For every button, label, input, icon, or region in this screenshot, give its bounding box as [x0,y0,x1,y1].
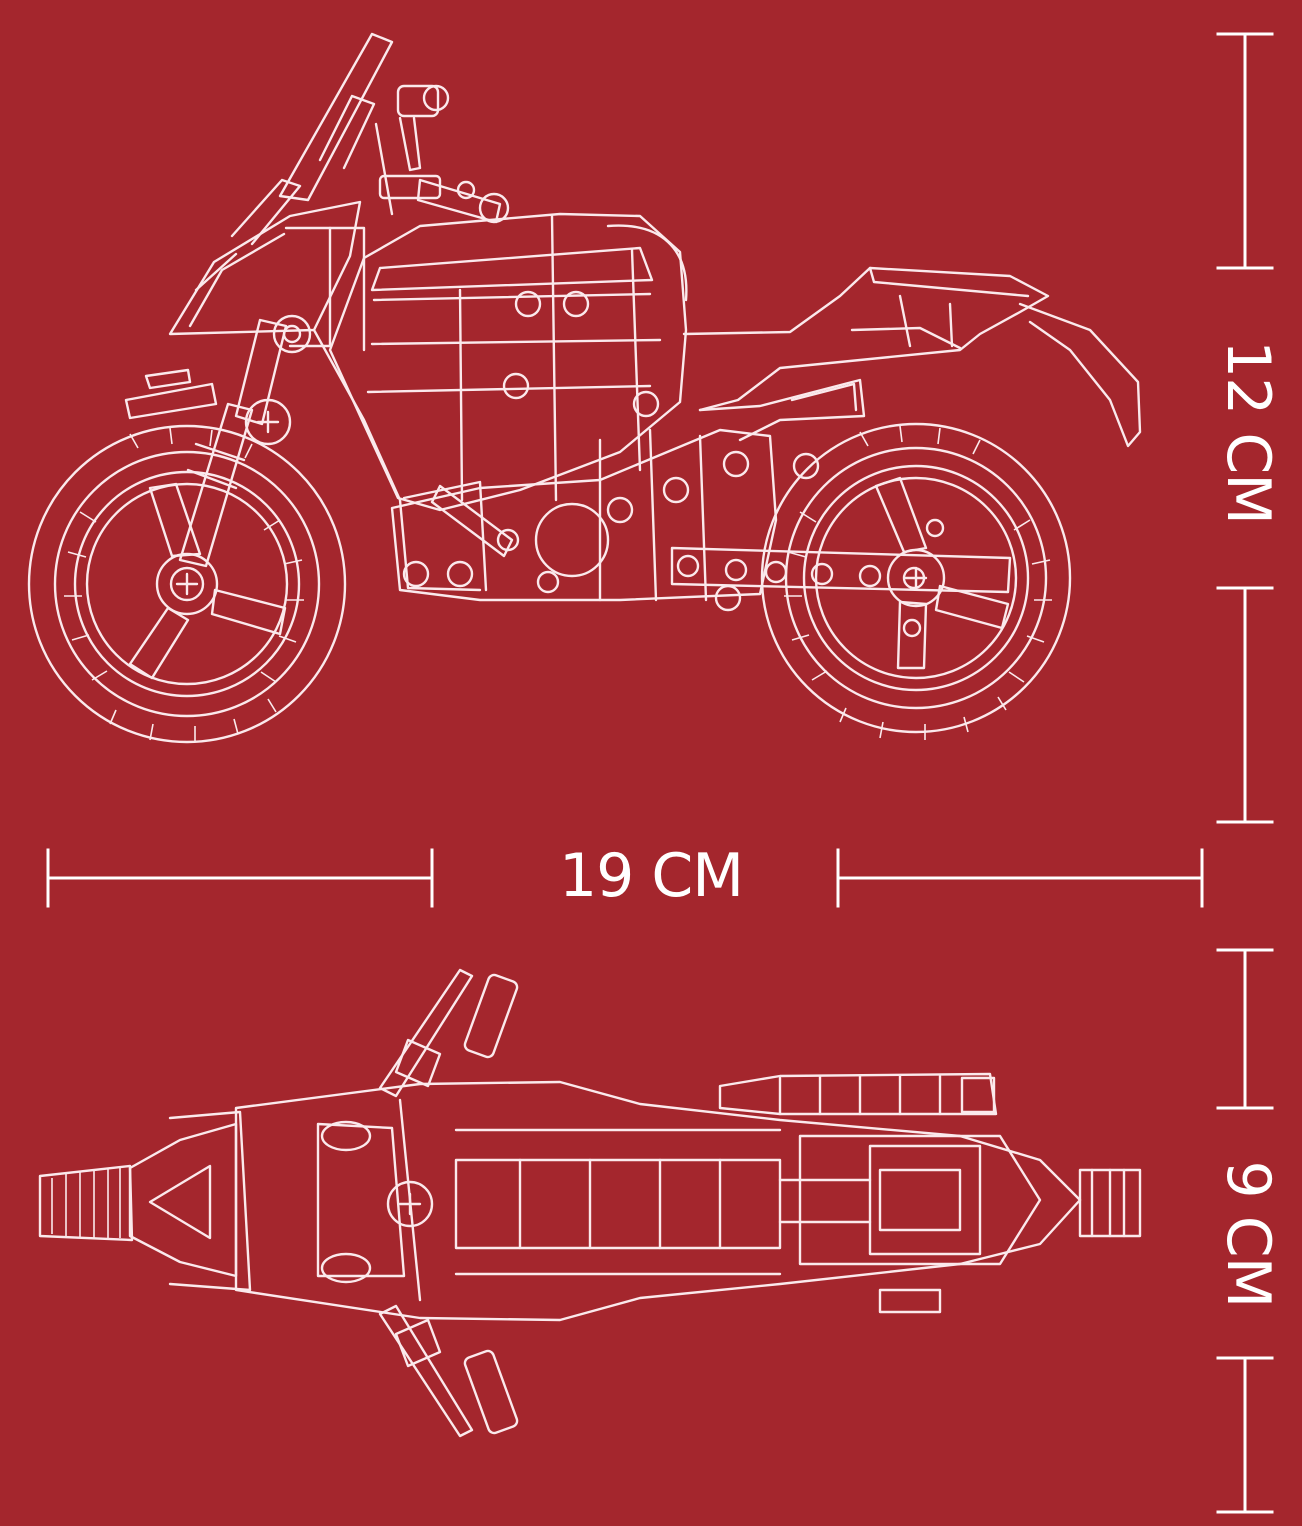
fuel-tank [328,212,688,512]
rear-tire-top [878,1168,1142,1314]
swingarm [670,546,1012,594]
width-dimension-label: 9 CM [1213,1160,1283,1308]
exhaust-top [718,1072,998,1116]
length-dimension-line [46,848,1204,908]
front-wheel [27,424,347,744]
width-dimension-line [1216,948,1274,1514]
body-top [234,1080,1082,1322]
motorcycle-side-view [27,32,1142,744]
motorcycle-top-view [38,968,1142,1438]
handlebar [374,84,510,224]
height-dimension-line [1216,32,1274,824]
front-fairing-top [128,1110,252,1292]
seat-and-tail [682,266,1142,448]
frame [284,226,488,592]
rear-wheel [760,422,1072,740]
length-dimension-label: 19 CM [558,841,744,911]
height-dimension-label: 12 CM [1213,339,1283,525]
handlebar-top [378,968,519,1438]
front-fairing [168,32,394,336]
front-tire-top [38,1164,134,1242]
front-fork [124,314,312,568]
